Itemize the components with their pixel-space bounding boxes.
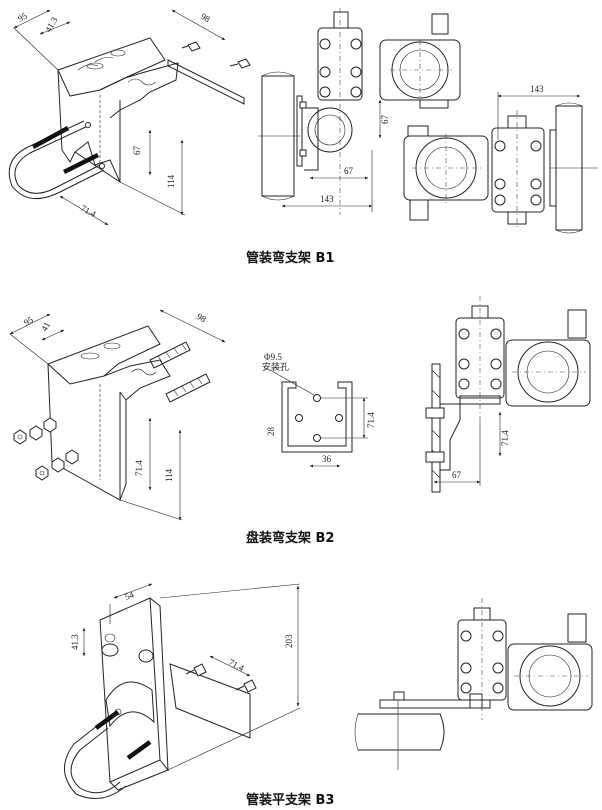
b2-asm-v: 71.4 bbox=[500, 430, 510, 446]
b1-asm-dim-v67: 67 bbox=[380, 115, 390, 125]
b3-bracket: 203 54 41.3 71.4 bbox=[64, 583, 301, 799]
b2-dim-plate-h: 71.4 bbox=[134, 460, 144, 476]
b3-dim-height: 203 bbox=[284, 634, 294, 648]
b1-assembly: 67 67 143 bbox=[258, 8, 461, 215]
b1-bracket: 95 41.3 98 67 114 71.4 bbox=[8, 9, 251, 226]
b2-hole-h: 36 bbox=[322, 454, 332, 464]
b2-dim-depth: 98 bbox=[195, 311, 208, 324]
b2-hole-dia: Φ9.5 bbox=[264, 352, 282, 362]
b1-dim-depth: 98 bbox=[199, 11, 212, 24]
b1-dim-slot: 41.3 bbox=[43, 15, 60, 34]
b3-caption: 管装平支架 B3 bbox=[246, 792, 334, 808]
b1-caption: 管装弯支架 B1 bbox=[246, 250, 334, 266]
b2-dim-top-width: 95 bbox=[22, 314, 35, 327]
b1-assembly-right: 143 bbox=[403, 84, 598, 234]
b2-dim-slot: 41 bbox=[39, 320, 52, 333]
b2-hole-v: 71.4 bbox=[366, 412, 376, 428]
b2-assembly: 71.4 67 bbox=[425, 296, 591, 493]
b1-asm-dim-h67: 67 bbox=[344, 166, 354, 176]
b2-dim-height: 114 bbox=[164, 468, 174, 482]
b2-nuts bbox=[13, 417, 79, 481]
b2-asm-h: 67 bbox=[452, 470, 462, 480]
b2-hole-pattern: Φ9.5 安装孔 71.4 36 28 bbox=[262, 352, 376, 468]
b1-dim-bottom: 71.4 bbox=[79, 203, 98, 219]
b1-asm-dim-143a: 143 bbox=[320, 194, 334, 204]
b3-dim-top-w: 54 bbox=[123, 589, 135, 602]
b1-dim-top-width: 95 bbox=[16, 10, 29, 23]
b2-hole-note: 安装孔 bbox=[262, 361, 289, 372]
b3-dim-left-v: 41.3 bbox=[70, 634, 80, 650]
b2-caption: 盘装弯支架 B2 bbox=[246, 530, 334, 546]
b2-bracket: 95 41 98 71.4 114 bbox=[9, 309, 226, 521]
b1-dim-height: 114 bbox=[166, 174, 176, 188]
b1-dim-plate-h: 67 bbox=[132, 146, 142, 156]
b1-asm-dim-143b: 143 bbox=[530, 84, 544, 94]
b3-assembly bbox=[354, 598, 593, 770]
b3-dim-bolt: 71.4 bbox=[227, 657, 246, 673]
b2-hole-left: 28 bbox=[266, 427, 276, 437]
